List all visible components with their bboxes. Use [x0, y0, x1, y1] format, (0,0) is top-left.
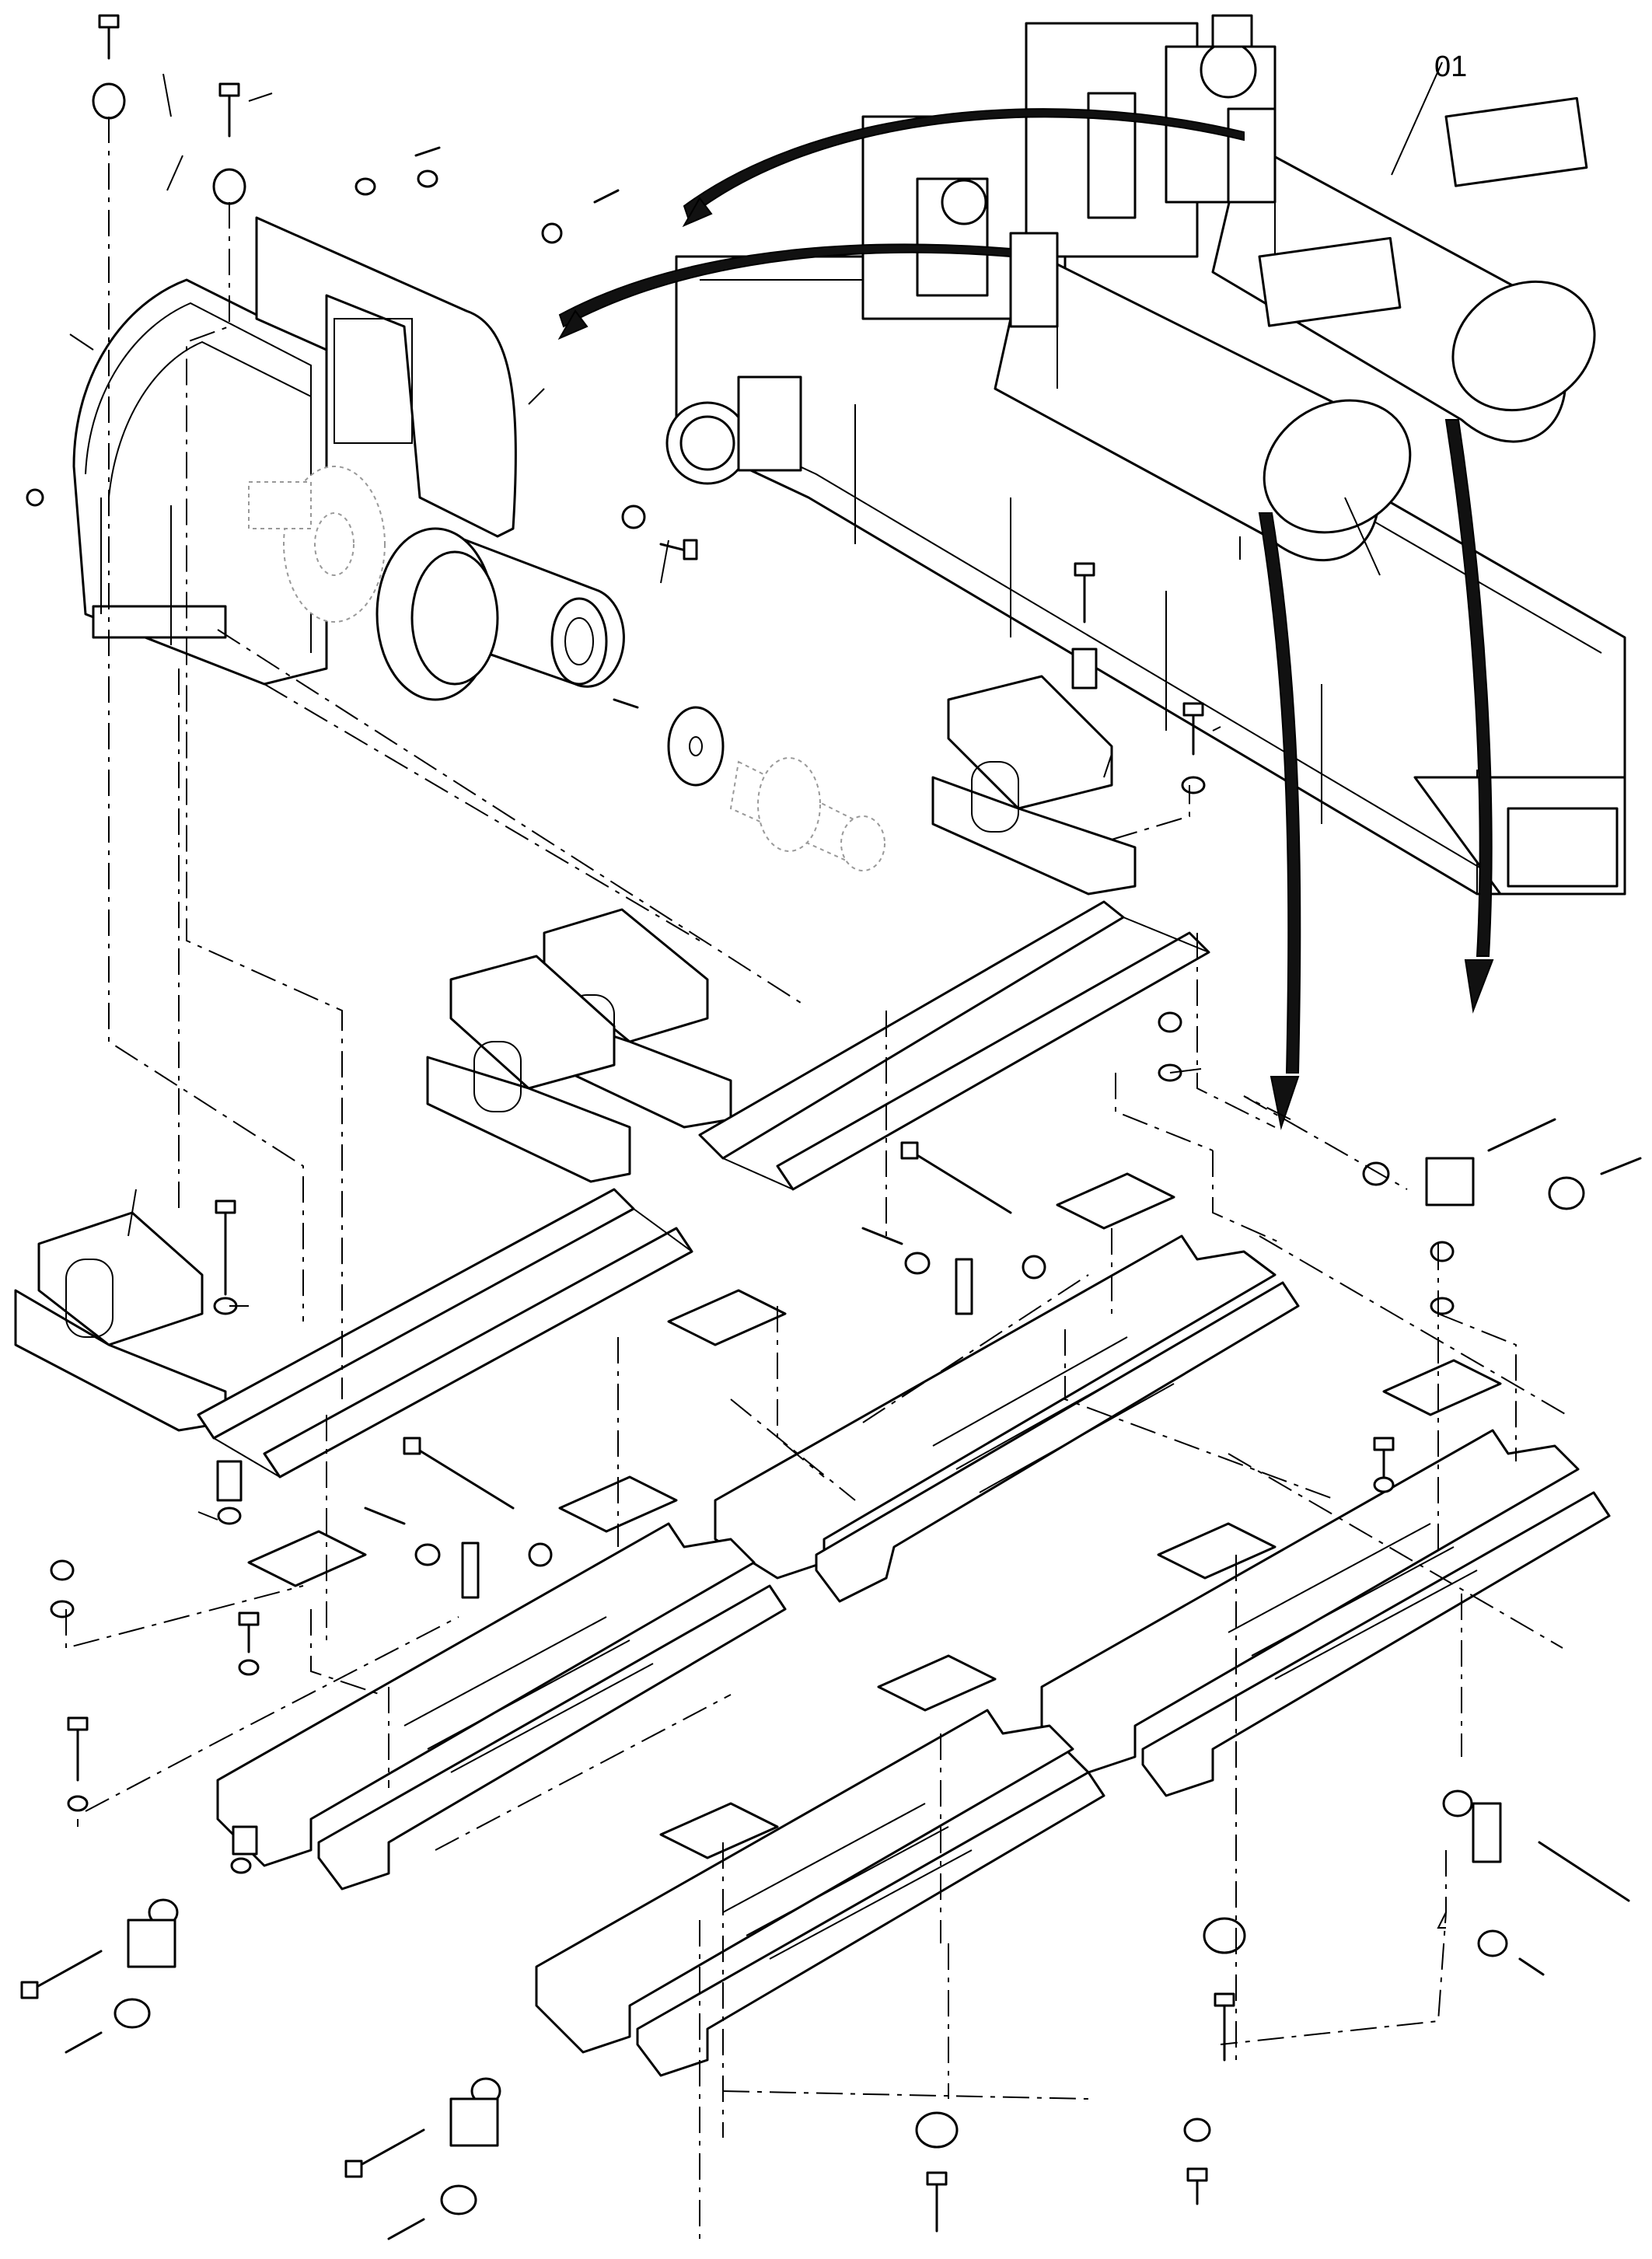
- pillow-block-left: [14, 1211, 227, 1432]
- callout-group: 01: [1434, 51, 1467, 83]
- leader-lines: [69, 61, 1443, 1521]
- traction-motor-front: [994, 232, 1412, 562]
- callout-label: 01: [1434, 51, 1467, 83]
- coupling: [375, 527, 625, 701]
- guard-housing: [72, 216, 517, 686]
- washer-large: [667, 706, 725, 787]
- crossmember-left: [216, 1522, 787, 1891]
- rail-upper: [698, 900, 1210, 1191]
- centerlines: [65, 117, 1567, 2239]
- shaft-ghost: [729, 757, 885, 871]
- crossmember-lower: [535, 1709, 1105, 2077]
- chassis-frame: [675, 255, 1626, 896]
- flange-disc-ghost: [248, 466, 386, 623]
- fasteners: [20, 14, 1642, 2240]
- curved-arrows: [557, 108, 1494, 1130]
- shims: [247, 1172, 1502, 1859]
- pillow-block-right: [931, 675, 1137, 896]
- pillow-block-center-front: [426, 955, 631, 1183]
- rail-lower: [197, 1188, 693, 1479]
- crossmember-right: [1040, 1429, 1611, 1797]
- flange-port: [665, 375, 802, 485]
- machinery-cluster: [861, 14, 1277, 320]
